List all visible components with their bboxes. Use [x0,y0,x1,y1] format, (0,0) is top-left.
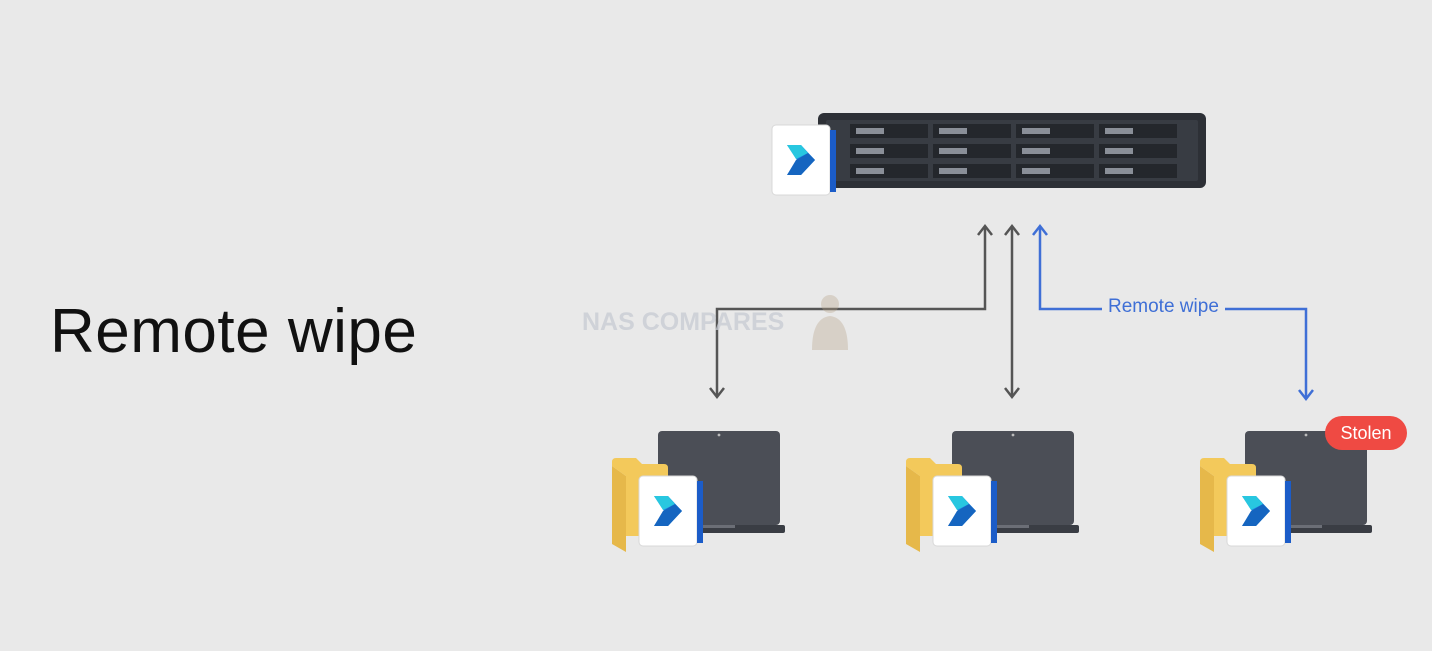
drive-app-icon [932,475,998,547]
page-title: Remote wipe [50,297,418,366]
sync-arrow-client-2 [1004,223,1020,400]
drive-app-icon [771,124,837,196]
nas-server [771,113,1206,196]
watermark-figure-icon [812,295,848,350]
remote-wipe-label: Remote wipe [1102,296,1225,318]
client-laptop-2 [906,431,1079,552]
watermark-text: NAS COMPARES [582,308,785,336]
drive-app-icon [1226,475,1292,547]
drive-app-icon [638,475,704,547]
stolen-badge: Stolen [1325,416,1407,450]
nas-drive-bays [850,124,1177,178]
client-laptop-1 [612,431,785,552]
sync-arrow-client-1 [709,223,993,400]
